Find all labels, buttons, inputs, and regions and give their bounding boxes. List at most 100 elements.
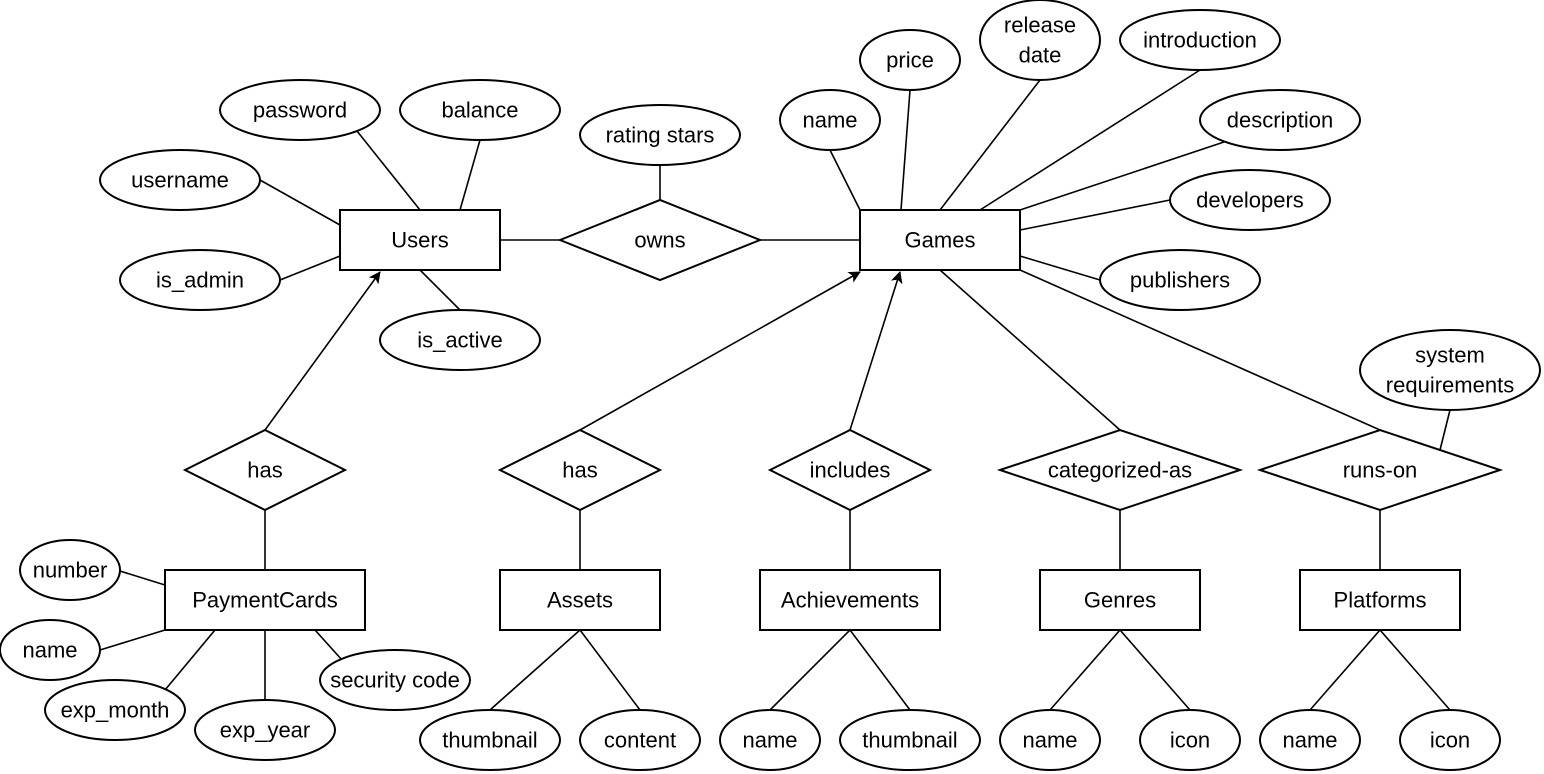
attribute-security-code[interactable]: security code xyxy=(319,649,471,711)
attribute-is-admin[interactable]: is_admin xyxy=(119,249,281,311)
attribute-asset-thumbnail[interactable]: thumbnail xyxy=(419,709,561,771)
attribute-label: number xyxy=(33,558,108,583)
relationship-label: categorized-as xyxy=(1048,458,1192,483)
attribute-label: name xyxy=(1022,728,1077,753)
attribute-platform-name[interactable]: name xyxy=(1259,709,1361,771)
attribute-label: is_admin xyxy=(156,268,244,293)
relationship-label: owns xyxy=(634,228,685,253)
entity-genres[interactable]: Genres xyxy=(1039,569,1201,631)
attribute-label: is_active xyxy=(417,328,503,353)
attribute-exp-month[interactable]: exp_month xyxy=(44,679,186,741)
entity-label: PaymentCards xyxy=(192,588,338,613)
attribute-label: price xyxy=(886,48,934,73)
attribute-label: system xyxy=(1415,343,1485,368)
attribute-label: name xyxy=(802,108,857,133)
relationship-games-has-assets[interactable]: has xyxy=(497,428,663,512)
connector-line xyxy=(769,629,851,711)
attribute-game-name[interactable]: name xyxy=(779,89,881,151)
attribute-label: security code xyxy=(330,668,460,693)
relationship-label: includes xyxy=(810,458,891,483)
attribute-label: date xyxy=(1019,43,1062,68)
attribute-release-date[interactable]: release date xyxy=(979,0,1101,81)
connector-line xyxy=(164,629,216,691)
attribute-balance[interactable]: balance xyxy=(399,79,561,141)
connector-line xyxy=(1019,199,1171,231)
attribute-label: username xyxy=(131,168,229,193)
entity-label: Assets xyxy=(547,588,613,613)
attribute-label: requirements xyxy=(1386,373,1514,398)
connector-line xyxy=(579,271,861,431)
attribute-label: balance xyxy=(441,98,518,123)
relationship-includes[interactable]: includes xyxy=(767,428,933,512)
connector-line xyxy=(264,271,381,431)
attribute-label: exp_year xyxy=(220,718,311,743)
connector-line xyxy=(900,89,911,211)
attribute-card-name[interactable]: name xyxy=(0,619,101,681)
connector-line xyxy=(1049,629,1121,711)
connector-line xyxy=(1439,409,1451,451)
attribute-number[interactable]: number xyxy=(19,539,121,601)
relationship-label: runs-on xyxy=(1343,458,1418,483)
entity-games[interactable]: Games xyxy=(859,209,1021,271)
attribute-publishers[interactable]: publishers xyxy=(1099,249,1261,311)
attribute-content[interactable]: content xyxy=(579,709,701,771)
connector-line xyxy=(119,570,166,586)
attribute-introduction[interactable]: introduction xyxy=(1119,9,1281,71)
relationship-owns[interactable]: owns xyxy=(557,198,763,282)
relationship-label: has xyxy=(247,458,282,483)
attribute-label: introduction xyxy=(1143,28,1257,53)
connector-line xyxy=(849,629,911,711)
attribute-label: password xyxy=(253,98,347,123)
attribute-label: description xyxy=(1227,108,1333,133)
attribute-label: release xyxy=(1004,13,1076,38)
attribute-label: publishers xyxy=(1130,268,1230,293)
entity-achievements[interactable]: Achievements xyxy=(759,569,941,631)
relationship-users-has-paymentcards[interactable]: has xyxy=(182,428,348,512)
connector-line xyxy=(1019,255,1101,281)
connector-line xyxy=(1019,269,1381,431)
entity-label: Users xyxy=(391,228,448,253)
attribute-price[interactable]: price xyxy=(859,29,961,91)
attribute-genre-icon[interactable]: icon xyxy=(1139,709,1241,771)
attribute-label: exp_month xyxy=(61,698,170,723)
attribute-label: icon xyxy=(1430,728,1470,753)
connector-line xyxy=(579,629,641,711)
entity-payment-cards[interactable]: PaymentCards xyxy=(164,569,366,631)
entity-platforms[interactable]: Platforms xyxy=(1299,569,1461,631)
entity-label: Genres xyxy=(1084,588,1156,613)
connector-line xyxy=(829,149,861,211)
attribute-rating-stars[interactable]: rating stars xyxy=(579,104,741,166)
attribute-exp-year[interactable]: exp_year xyxy=(194,699,336,761)
attribute-achievement-name[interactable]: name xyxy=(719,709,821,771)
connector-line xyxy=(99,629,166,651)
attribute-label: content xyxy=(604,728,676,753)
entity-assets[interactable]: Assets xyxy=(499,569,661,631)
connector-line xyxy=(1119,629,1191,711)
attribute-genre-name[interactable]: name xyxy=(999,709,1101,771)
entity-label: Games xyxy=(905,228,976,253)
connector-line xyxy=(1309,629,1381,711)
relationship-label: has xyxy=(562,458,597,483)
attribute-label: icon xyxy=(1170,728,1210,753)
connector-lines xyxy=(99,69,1451,711)
attribute-label: rating stars xyxy=(606,123,715,148)
attribute-label: developers xyxy=(1196,188,1304,213)
attribute-label: name xyxy=(742,728,797,753)
attribute-is-active[interactable]: is_active xyxy=(379,309,541,371)
attribute-system-requirements[interactable]: system requirements xyxy=(1359,329,1541,411)
entity-users[interactable]: Users xyxy=(339,209,501,271)
attribute-developers[interactable]: developers xyxy=(1169,169,1331,231)
connector-line xyxy=(419,269,461,311)
attribute-label: thumbnail xyxy=(442,728,537,753)
attribute-achievement-thumbnail[interactable]: thumbnail xyxy=(839,709,981,771)
connector-line xyxy=(356,130,421,211)
attribute-username[interactable]: username xyxy=(99,149,261,211)
connector-line xyxy=(279,255,341,281)
relationship-categorized-as[interactable]: categorized-as xyxy=(996,428,1244,512)
connector-line xyxy=(849,271,903,431)
relationship-runs-on[interactable]: runs-on xyxy=(1256,428,1504,512)
attribute-password[interactable]: password xyxy=(219,79,381,141)
attribute-description[interactable]: description xyxy=(1199,89,1361,151)
connector-line xyxy=(1379,629,1451,711)
attribute-platform-icon[interactable]: icon xyxy=(1399,709,1501,771)
